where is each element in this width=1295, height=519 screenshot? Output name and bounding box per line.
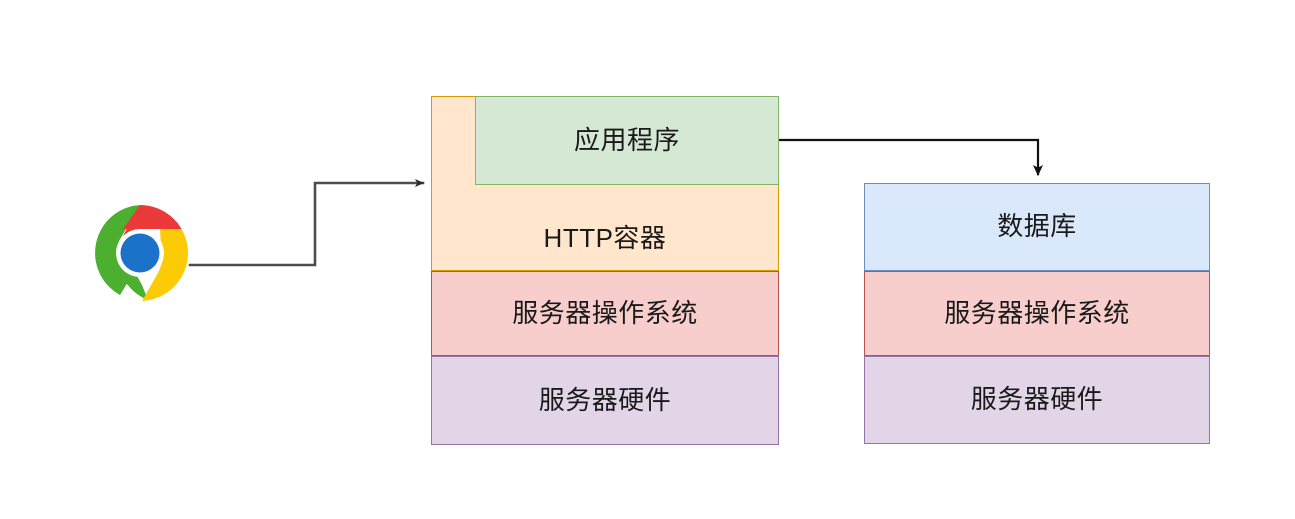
box-server-hardware-left-label: 服务器硬件 <box>538 384 672 415</box>
box-server-hardware-right[interactable]: 服务器硬件 <box>864 356 1210 444</box>
box-database-label: 数据库 <box>997 211 1077 242</box>
connector-client-to-http-container <box>188 179 425 267</box>
box-server-hardware-left[interactable]: 服务器硬件 <box>431 356 779 445</box>
box-http-container-label: HTTP容器 <box>543 222 667 253</box>
box-application[interactable]: 应用程序 <box>475 96 779 185</box>
box-server-os-right[interactable]: 服务器操作系统 <box>864 271 1210 356</box>
box-application-label: 应用程序 <box>573 124 680 155</box>
box-server-os-left[interactable]: 服务器操作系统 <box>431 271 779 356</box>
box-server-os-left-label: 服务器操作系统 <box>512 297 698 328</box>
box-database[interactable]: 数据库 <box>864 183 1210 271</box>
connector-application-to-database <box>777 138 1043 176</box>
box-server-os-right-label: 服务器操作系统 <box>944 297 1130 328</box>
chrome-logo-icon <box>90 203 190 303</box>
box-server-hardware-right-label: 服务器硬件 <box>970 384 1104 415</box>
